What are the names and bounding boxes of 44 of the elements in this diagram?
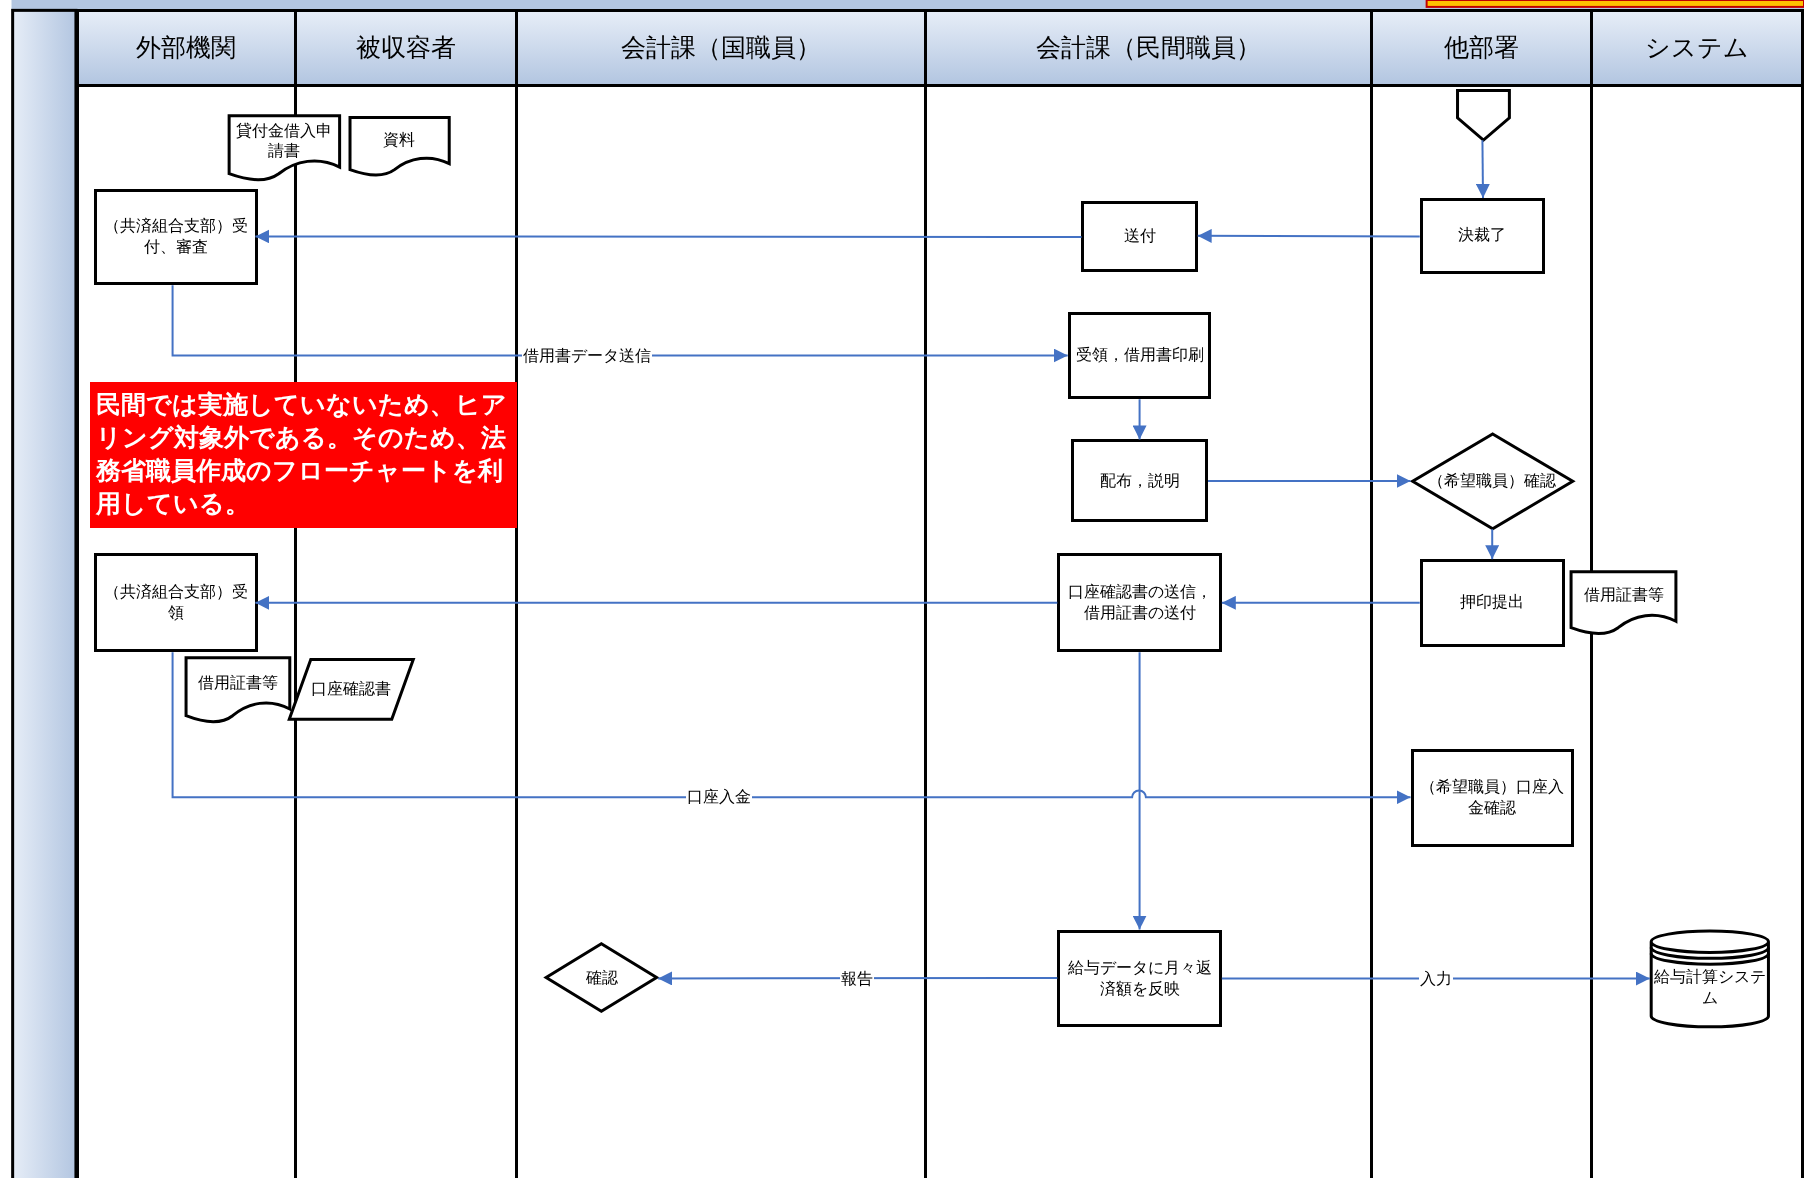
process-box: 決裁了 <box>1419 197 1546 274</box>
process-box: 口座確認書の送信，借用証書の送付 <box>1057 553 1222 653</box>
lane-header: システム <box>1593 9 1801 88</box>
swimlane <box>517 9 928 1178</box>
arrow <box>1475 139 1490 199</box>
lane-header: 被収容者 <box>296 9 515 88</box>
edge-label: 報告 <box>840 968 875 990</box>
arrow <box>171 651 1412 805</box>
note-box: 民間では実施していないため、ヒアリング対象外である。そのため、法務省職員作成のフローチャートを利用している。 <box>89 381 517 529</box>
lane-header: 会計課（国職員） <box>517 9 925 88</box>
arrow <box>1132 398 1147 441</box>
process-box: （希望職員）口座入金確認 <box>1410 748 1574 847</box>
process-box: 受領，借用書印刷 <box>1067 311 1212 400</box>
arrow <box>254 229 1083 244</box>
arrow <box>1196 228 1421 243</box>
swimlane <box>927 9 1373 1178</box>
process-box: （共済組合支部）受付、審査 <box>93 188 259 286</box>
process-box: 給与データに月々返済額を反映 <box>1057 929 1222 1028</box>
arrow <box>657 971 1059 986</box>
decision-diamond: 確認 <box>545 943 659 1013</box>
arrow <box>1220 971 1651 986</box>
edge-label: 入力 <box>1418 968 1453 990</box>
document-shape: 借用証書等 <box>1570 570 1678 636</box>
lane-header: 外部機関 <box>78 9 294 88</box>
document-shape: 資料 <box>348 117 450 178</box>
lane-header: 会計課（民間職員） <box>927 9 1370 88</box>
data-parallelogram: 口座確認書 <box>287 659 415 721</box>
edge-label: 口座入金 <box>686 786 753 808</box>
arrow <box>254 595 1059 610</box>
document-shape: 貸付金借入申請書 <box>227 115 341 182</box>
arrow <box>1207 473 1412 488</box>
document-shape: 借用証書等 <box>184 656 291 724</box>
process-box: 押印提出 <box>1419 559 1565 647</box>
arrow <box>1485 528 1500 561</box>
arrow <box>1132 651 1147 931</box>
database-cylinder: 給与計算システム <box>1649 929 1770 1028</box>
edge-label: 借用書データ送信 <box>521 345 652 366</box>
arrow <box>1220 595 1421 610</box>
arrow <box>171 284 1069 363</box>
process-box: 配布，説明 <box>1071 439 1208 523</box>
decision-diamond: （希望職員）確認 <box>1410 432 1574 530</box>
lane-header: 他部署 <box>1372 9 1591 88</box>
process-box: （共済組合支部）受領 <box>93 553 259 653</box>
process-box: 送付 <box>1081 201 1198 272</box>
